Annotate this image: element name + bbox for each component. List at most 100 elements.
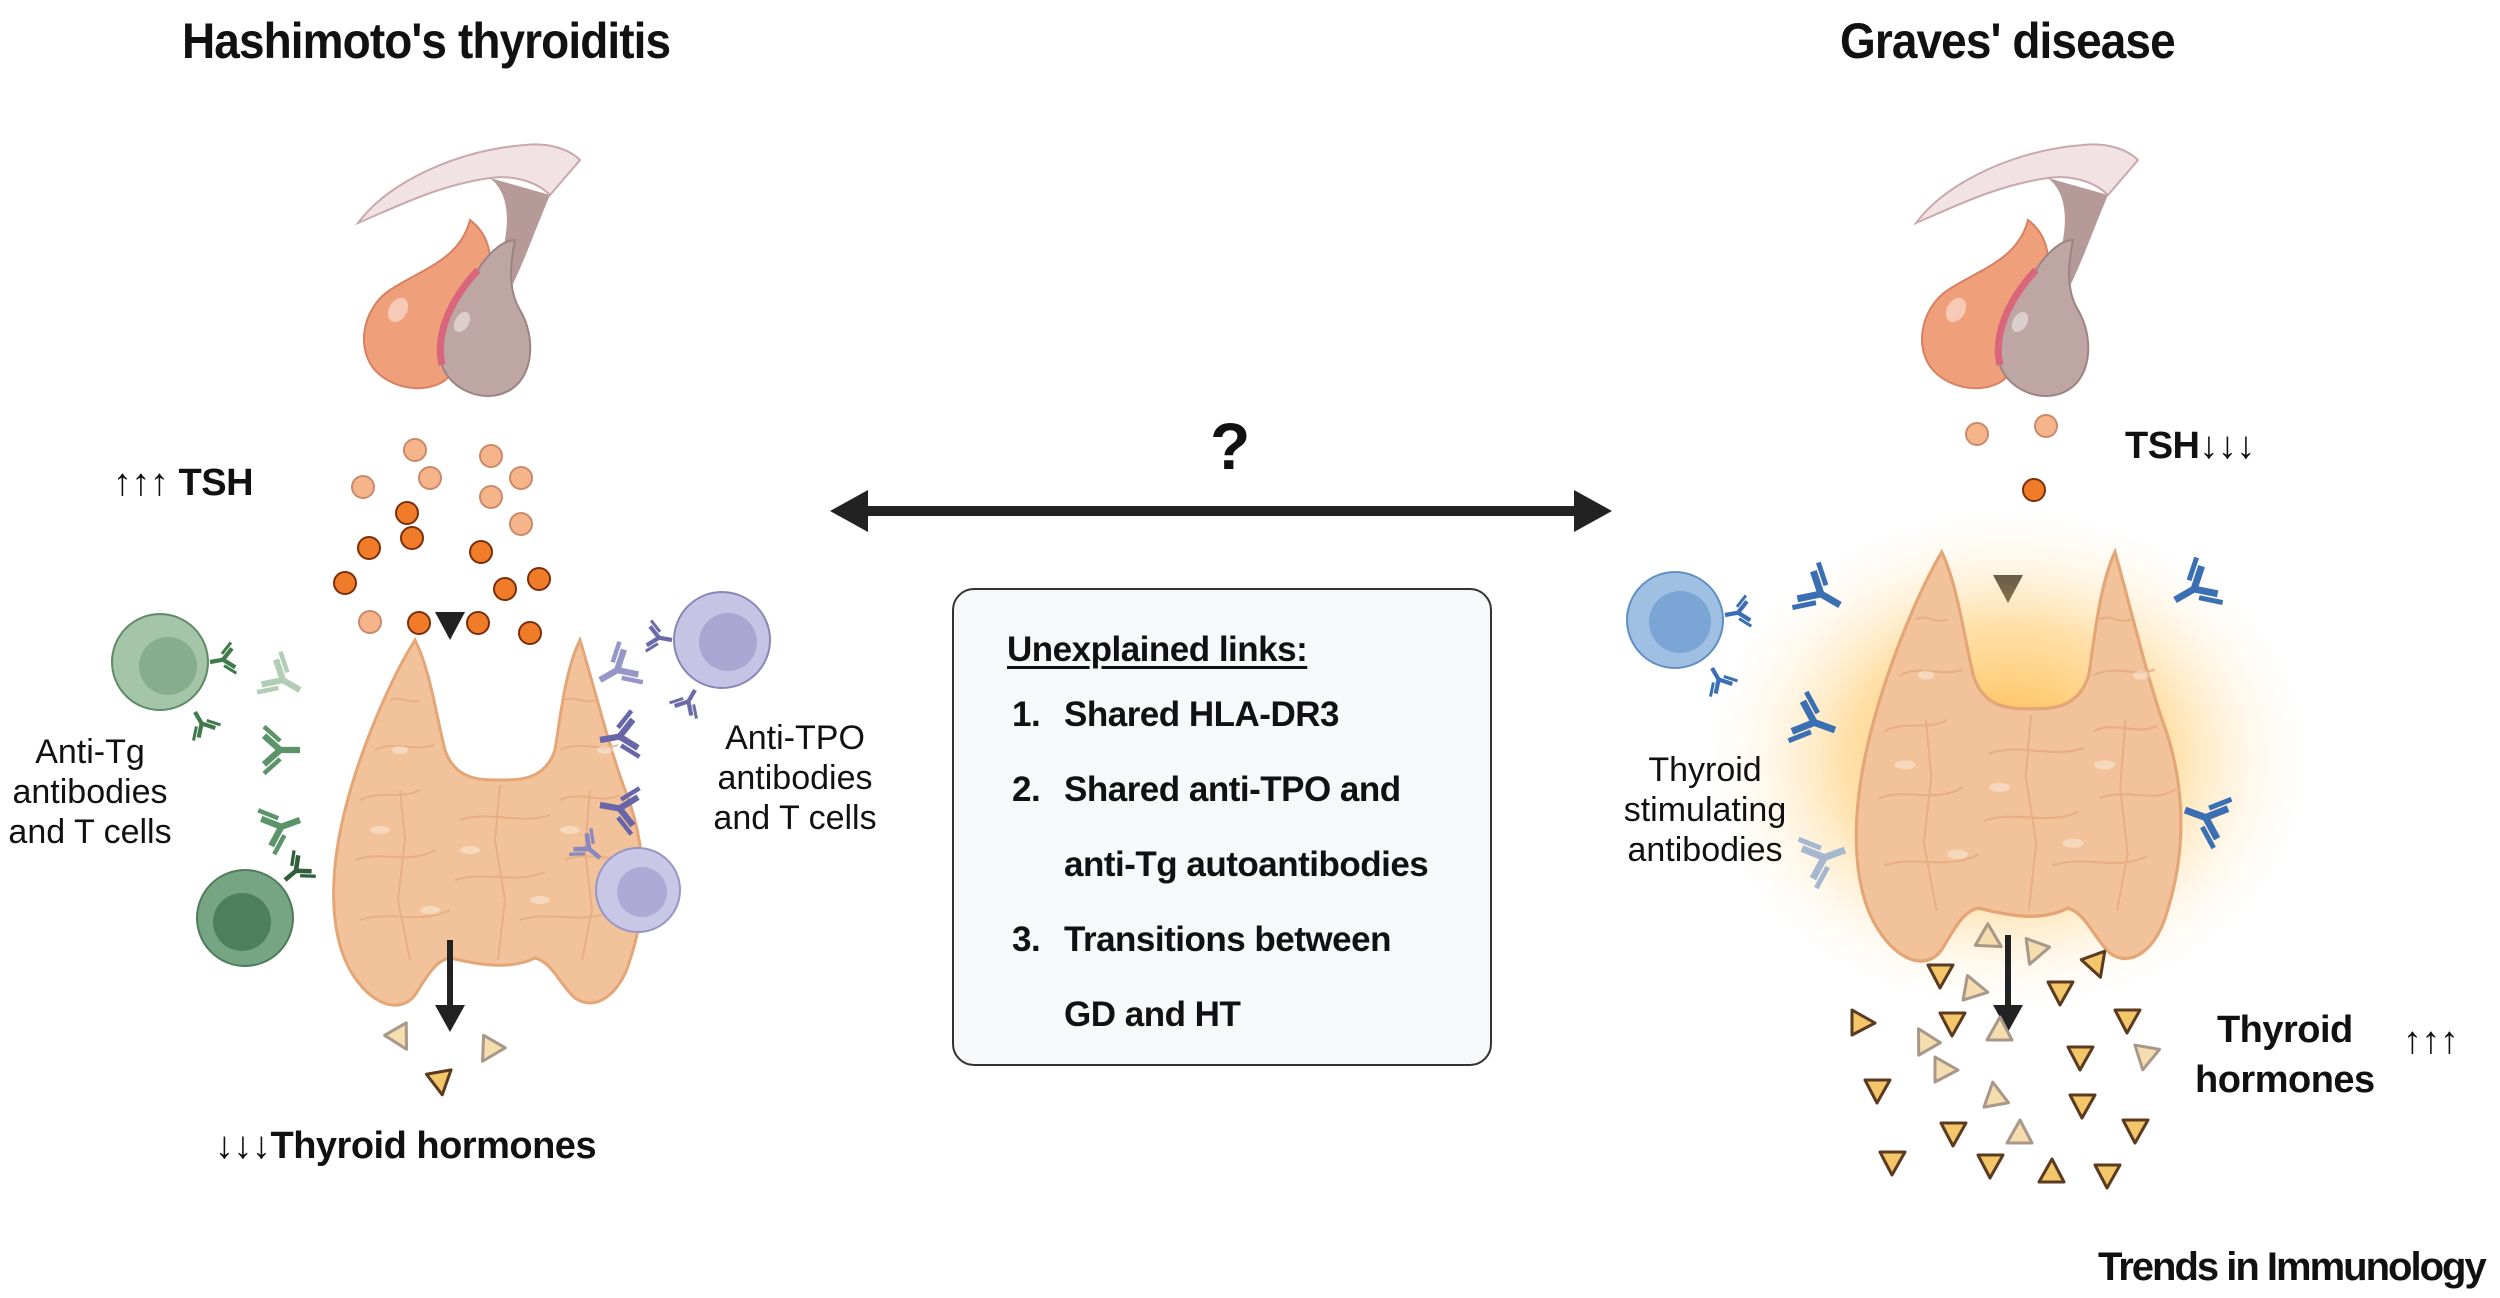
tsh-molecule: [358, 610, 382, 634]
hormones-high-label-line: Thyroid: [2216, 1009, 2353, 1051]
hormone-molecule: [2121, 1118, 2150, 1145]
anti-tg-label-line: Anti-Tg: [35, 733, 145, 771]
item-text: Transitions between: [1064, 920, 1391, 959]
hormone-molecule: [2066, 1045, 2095, 1072]
tsab-label-line: Thyroid: [1648, 751, 1762, 789]
unexplained-links-box: Unexplained links: 1. Shared HLA-DR3 2. Sh…: [952, 588, 1492, 1066]
tsh-molecule: [493, 577, 517, 601]
tsh-low-label: TSH↓↓↓: [2125, 425, 2256, 467]
question-mark: ?: [1210, 409, 1251, 483]
tsh-molecule: [333, 571, 357, 595]
hormone-molecule: [2005, 1118, 2034, 1145]
hormone-molecule: [1933, 1055, 1960, 1084]
hormone-molecule: [2133, 1043, 2162, 1072]
hormone-molecule: [481, 1033, 507, 1063]
link-item-3: 3. Transitions between: [1012, 920, 1391, 960]
anti-tpo-label-line: and T cells: [713, 799, 877, 837]
hormone-molecule: [1878, 1150, 1907, 1177]
hormone-molecule: [1863, 1078, 1892, 1105]
item-number: 1.: [1012, 695, 1041, 734]
link-item-3-cont: GD and HT: [1064, 995, 1241, 1034]
b-cell-tsab: [1626, 571, 1751, 697]
t-cell-anti-tg-top: [111, 613, 236, 741]
hormone-molecule: [1938, 1011, 1967, 1038]
hormone-molecule: [2024, 936, 2052, 966]
anti-tg-label-line: antibodies: [12, 773, 168, 811]
tsab-label: Thyroid stimulating antibodies: [1610, 750, 1800, 870]
tsh-high-label: ↑↑↑ TSH: [113, 462, 254, 504]
hormone-molecule: [2068, 1093, 2097, 1120]
tsh-molecule: [407, 611, 431, 635]
hormone-molecule: [1917, 1027, 1942, 1057]
thyroid-hormones-left: [383, 1021, 507, 1097]
tsab-label-line: antibodies: [1627, 831, 1783, 869]
hormones-up-arrows: ↑↑↑: [2403, 1020, 2459, 1062]
hormone-molecule: [2093, 1163, 2122, 1190]
tsh-molecule: [518, 621, 542, 645]
hormones-high-label: Thyroid hormones: [2195, 1005, 2375, 1105]
tsh-molecule: [2022, 478, 2046, 502]
tsh-molecule: [469, 540, 493, 564]
hormone-molecule: [1973, 922, 2003, 948]
journal-name: Trends in Immunology: [2098, 1245, 2487, 1289]
hormone-molecule: [1961, 973, 1990, 1002]
hormones-low-label: ↓↓↓Thyroid hormones: [215, 1125, 597, 1167]
thyroid-gland-left: [332, 638, 645, 1007]
hormone-molecule: [383, 1021, 408, 1051]
hormone-molecule: [1985, 1015, 2014, 1042]
t-cell-anti-tpo-bottom: [569, 828, 681, 933]
tsh-molecule: [351, 475, 375, 499]
anti-tg-antibodies: [257, 652, 312, 855]
tsh-molecule: [479, 485, 503, 509]
t-cell-anti-tg-bottom: [196, 850, 316, 967]
box-heading: Unexplained links:: [1007, 630, 1308, 669]
hormone-molecule: [2079, 949, 2107, 979]
tsh-molecule: [509, 466, 533, 490]
hormone-molecule: [1926, 963, 1955, 990]
item-number: 3.: [1012, 920, 1041, 959]
tsh-molecule: [466, 611, 490, 635]
arrowhead-icon: [435, 612, 465, 640]
link-item-1: 1. Shared HLA-DR3: [1012, 695, 1339, 735]
pituitary-gland-left: [358, 144, 580, 396]
hormone-molecule: [2037, 1157, 2066, 1184]
anti-tpo-label-line: antibodies: [717, 759, 873, 797]
anti-tg-label: Anti-Tg antibodies and T cells: [0, 732, 180, 852]
tsh-molecule: [509, 512, 533, 536]
arrowhead-icon: [1993, 1005, 2023, 1032]
item-text: Shared anti-TPO and: [1064, 770, 1401, 809]
tsh-molecule: [479, 444, 503, 468]
anti-tg-label-line: and T cells: [8, 813, 172, 851]
tsh-molecule: [403, 438, 427, 462]
hormone-molecule: [1850, 1008, 1877, 1037]
hormones-high-label-line: hormones: [2195, 1059, 2375, 1101]
bidirectional-arrow: [830, 490, 1612, 532]
hashimoto-title: Hashimoto's thyroiditis: [182, 13, 671, 69]
hormone-molecule: [1982, 1080, 2011, 1109]
tsh-molecules-left: [333, 438, 551, 645]
t-cell-anti-tpo-top: [646, 591, 771, 719]
link-item-2-cont: anti-Tg autoantibodies: [1064, 845, 1429, 884]
hormone-molecule: [1939, 1121, 1968, 1148]
anti-tpo-label: Anti-TPO antibodies and T cells: [705, 718, 885, 838]
hormone-molecule: [424, 1068, 453, 1097]
tsh-molecule: [2034, 414, 2058, 438]
tsh-molecule: [418, 466, 442, 490]
hormone-molecule: [1976, 1153, 2005, 1180]
tsh-molecule: [395, 501, 419, 525]
tsh-molecule: [357, 536, 381, 560]
thyroid-hormones-right: [1850, 922, 2162, 1190]
anti-tpo-label-line: Anti-TPO: [725, 719, 865, 757]
pituitary-gland-right: [1916, 144, 2138, 396]
hormone-molecule: [2113, 1008, 2142, 1035]
item-text: Shared HLA-DR3: [1064, 695, 1339, 734]
hormone-molecule: [2046, 980, 2075, 1007]
link-item-2: 2. Shared anti-TPO and: [1012, 770, 1401, 810]
tsh-molecules-right: [1965, 414, 2058, 502]
tsh-molecule: [527, 567, 551, 591]
tsh-molecule: [1965, 422, 1989, 446]
item-number: 2.: [1012, 770, 1041, 809]
arrowhead-icon: [435, 1005, 465, 1032]
graves-title: Graves' disease: [1840, 13, 2176, 69]
